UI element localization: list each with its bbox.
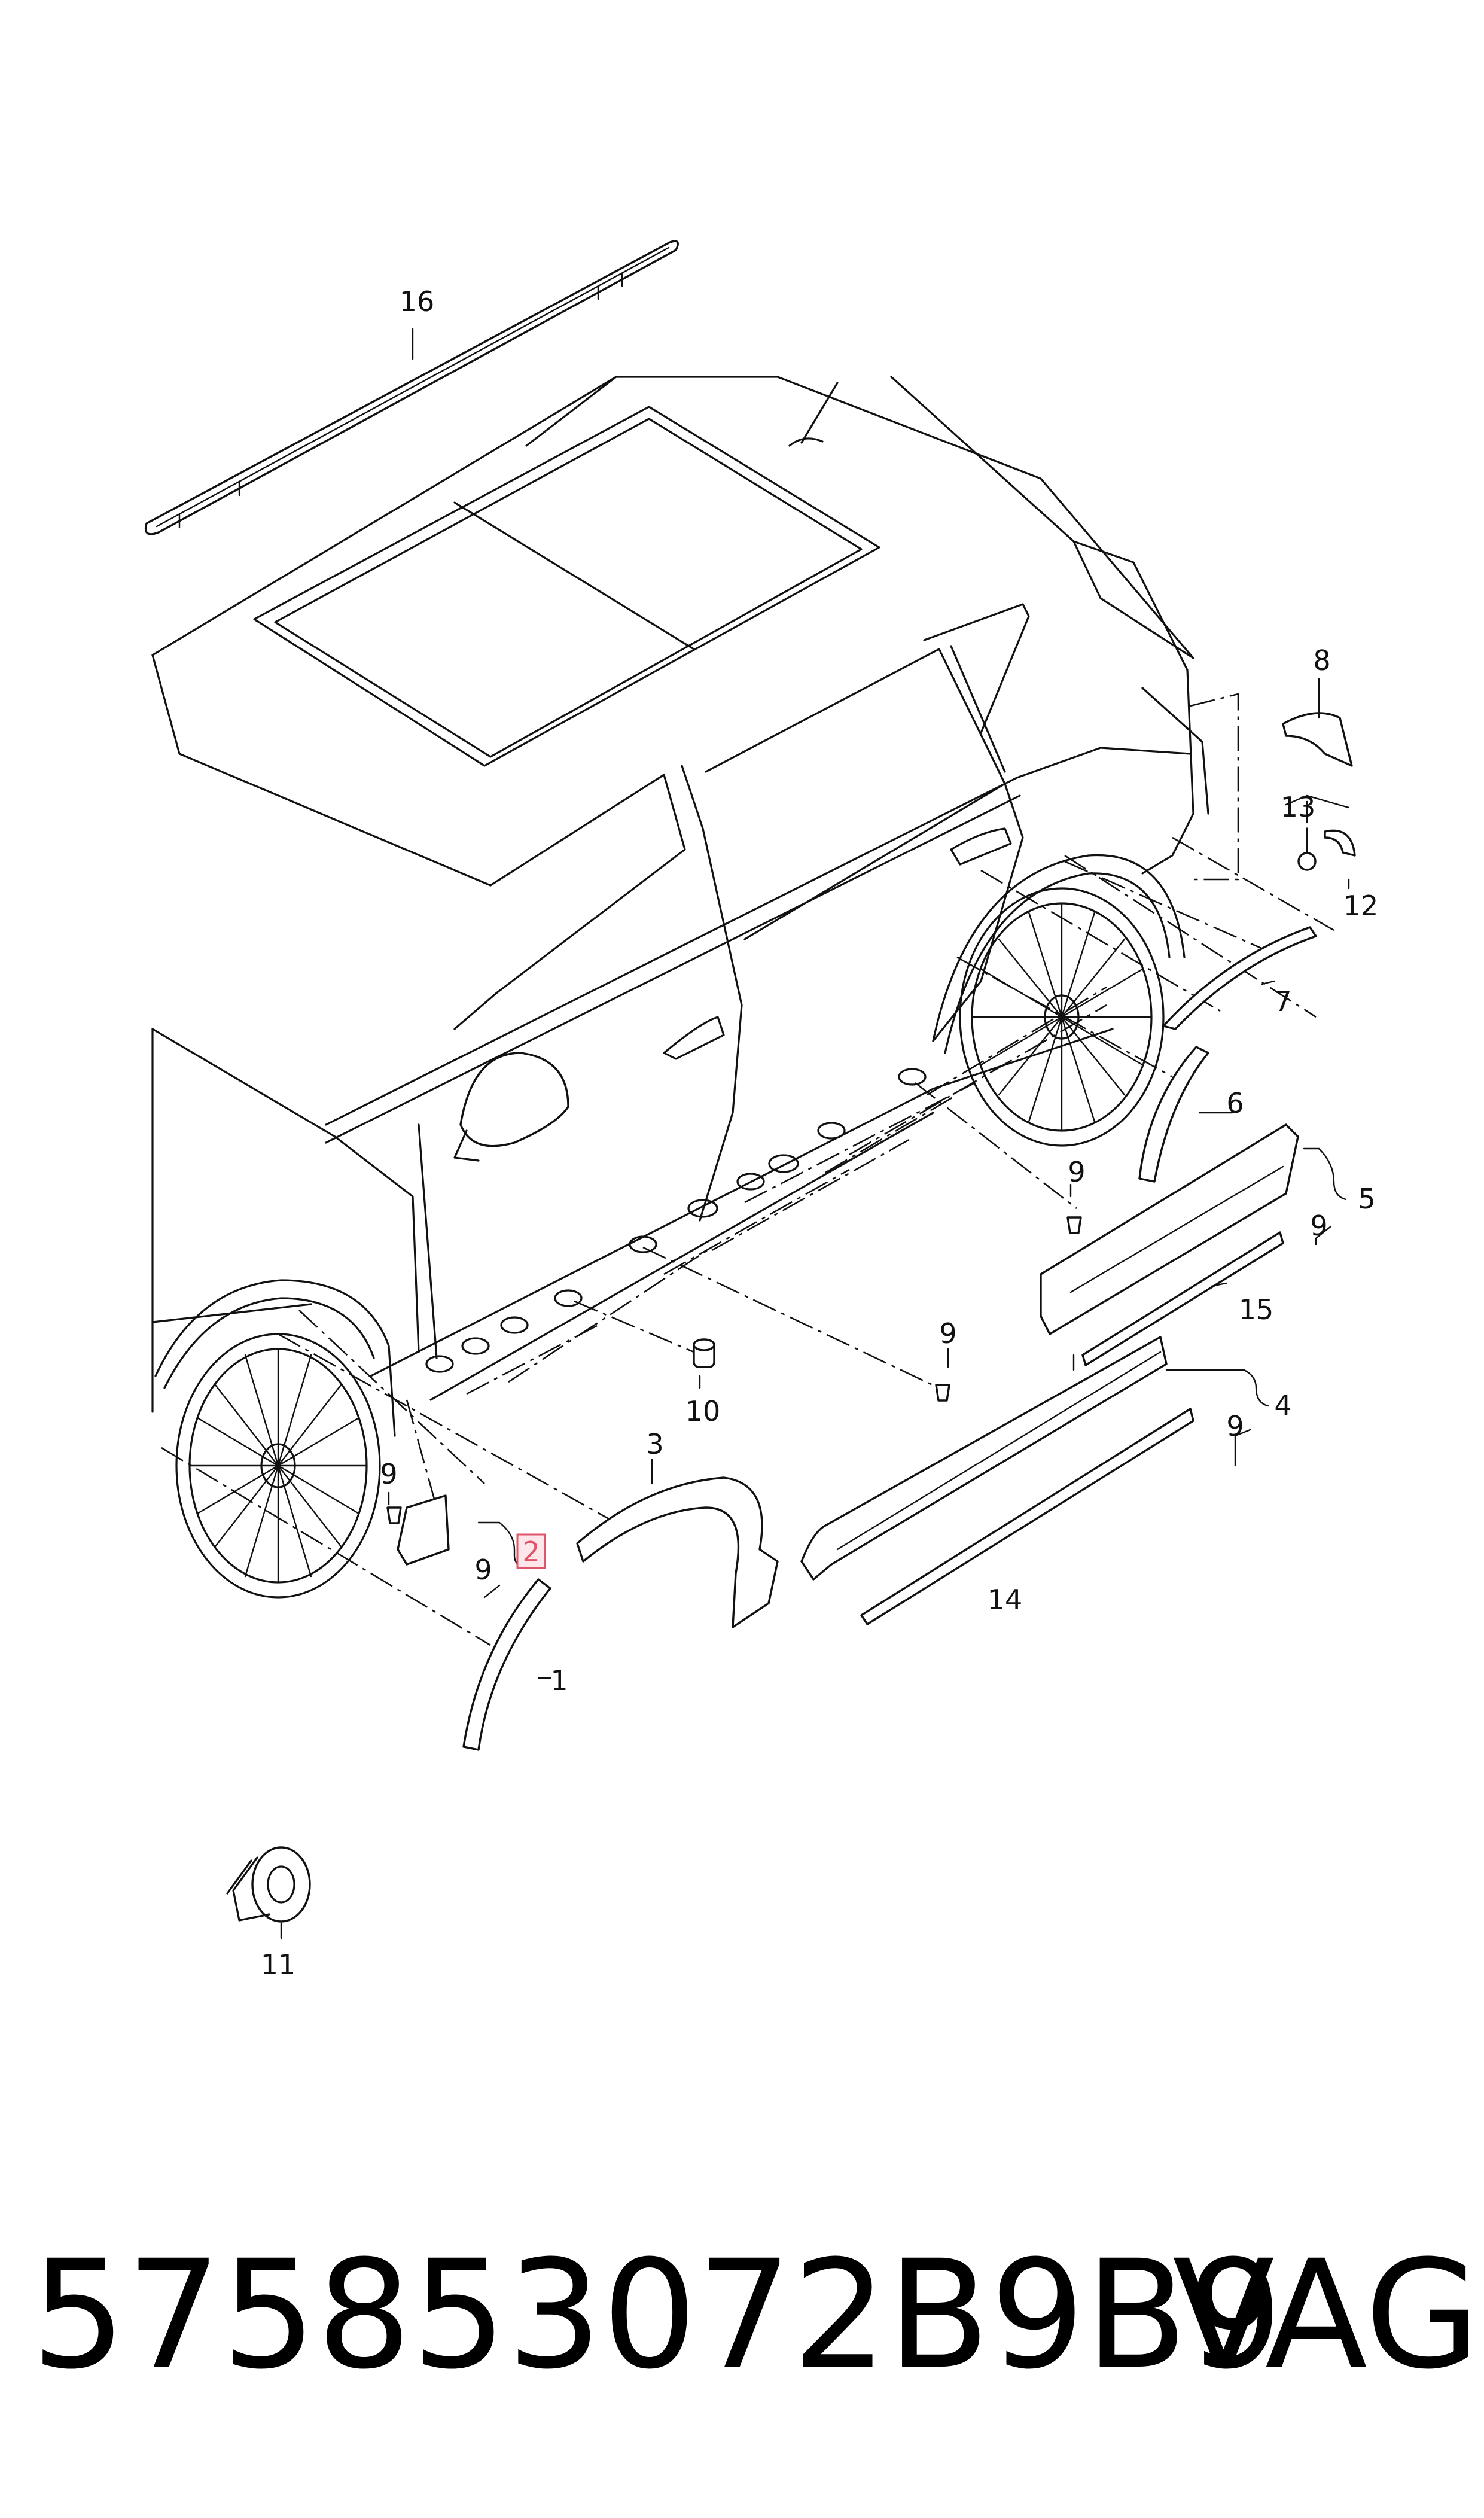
part-8-bumper-trim-piece <box>1282 712 1353 767</box>
callout-8: 8 <box>1313 644 1330 677</box>
callout-16: 16 <box>400 285 435 318</box>
callout-leaders <box>280 328 1350 1940</box>
part-9-clips <box>386 1216 1082 1524</box>
part-14-sill-strip <box>860 1408 1194 1625</box>
callout-6: 6 <box>1226 1087 1244 1119</box>
part-number: 575853072B9B9 <box>31 2228 1283 2402</box>
part-12-bracket <box>1324 829 1356 857</box>
callout-3: 3 <box>646 1428 663 1460</box>
part-5-rear-door-trim <box>1040 1123 1299 1335</box>
part-10-clip <box>693 1338 715 1368</box>
callout-14: 14 <box>988 1584 1023 1616</box>
callout-9-f: 9 <box>474 1554 492 1586</box>
callout-13: 13 <box>1281 791 1316 823</box>
part-15-door-trim-strip <box>1081 1231 1284 1366</box>
part-2-trim-end-piece <box>397 1494 450 1566</box>
callout-2: 2 <box>522 1536 540 1568</box>
part-7-rear-arch-upper-trim <box>1162 926 1317 1030</box>
part-13-screw <box>1297 827 1317 871</box>
brand-name: VAG <box>1172 2228 1481 2402</box>
callout-15: 15 <box>1239 1293 1274 1326</box>
roof-rail-part <box>144 240 679 535</box>
callout-numbers: 16 8 13 12 7 6 9 5 9 15 9 4 9 10 3 9 14 … <box>261 285 1379 1981</box>
part-6-rear-wheel-arch-trim <box>1138 1046 1209 1183</box>
callout-10: 10 <box>685 1395 721 1427</box>
assembly-leader-lines <box>161 693 1334 1646</box>
part-1-front-wheel-arch-trim <box>462 1578 551 1751</box>
callout-2-highlighted[interactable]: 2 <box>516 1533 546 1569</box>
part-11-adhesive-tape-roll <box>226 1846 311 1923</box>
callout-9-b: 9 <box>1310 1210 1327 1242</box>
car-body <box>151 376 1209 1599</box>
callout-4: 4 <box>1274 1389 1291 1421</box>
callout-9-a: 9 <box>1068 1156 1085 1188</box>
callout-12: 12 <box>1343 890 1379 922</box>
callout-5: 5 <box>1358 1183 1375 1215</box>
sill-mounting-holes <box>425 1068 927 1373</box>
callout-7: 7 <box>1274 985 1291 1018</box>
part-4-side-sill-panel <box>800 1336 1168 1581</box>
callout-9-d: 9 <box>1226 1410 1244 1442</box>
callout-11: 11 <box>261 1948 296 1981</box>
callout-1: 1 <box>550 1664 568 1697</box>
callout-9-c: 9 <box>939 1317 956 1350</box>
callout-9-e: 9 <box>380 1458 397 1490</box>
part-3-wheel-arch-trim <box>576 1476 779 1628</box>
